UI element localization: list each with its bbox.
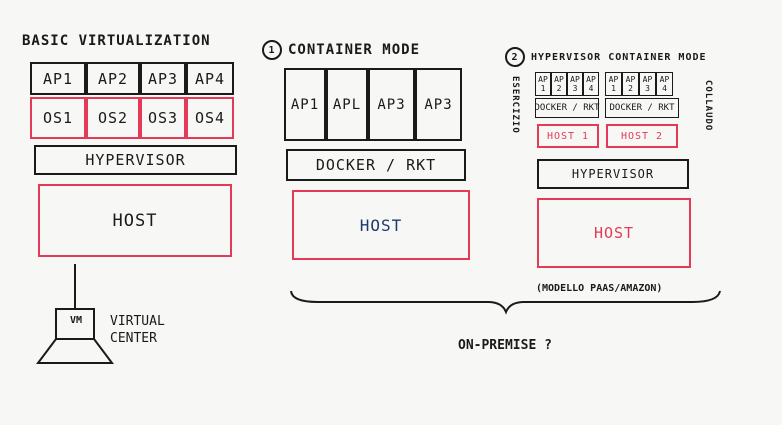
on-premise-label: ON-PREMISE ? bbox=[458, 338, 552, 353]
basic-app-4: AP4 bbox=[186, 62, 234, 95]
hyper-hypervisor: HYPERVISOR bbox=[537, 159, 689, 189]
container-title-row: 1 CONTAINER MODE bbox=[262, 40, 420, 60]
basic-app-1: AP1 bbox=[30, 62, 86, 95]
paas-note: (MODELLO PAAS/AMAZON) bbox=[536, 283, 663, 294]
container-number: 1 bbox=[262, 40, 282, 60]
container-title: CONTAINER MODE bbox=[288, 42, 421, 58]
g2-host: HOST 2 bbox=[606, 124, 678, 148]
basic-title: BASIC VIRTUALIZATION bbox=[22, 33, 211, 49]
g2-engine: DOCKER / RKT bbox=[605, 98, 679, 118]
basic-app-2: AP2 bbox=[86, 62, 140, 95]
container-host: HOST bbox=[292, 190, 470, 260]
esercizio-label: ESERCIZIO bbox=[510, 76, 520, 134]
g2-app-3-num: 3 bbox=[645, 84, 650, 93]
container-app-4: AP3 bbox=[415, 68, 462, 141]
g2-app-4-num: 4 bbox=[662, 84, 667, 93]
container-app-2: APL bbox=[326, 68, 368, 141]
hyper-title: HYPERVISOR CONTAINER MODE bbox=[531, 52, 707, 63]
g1-app-3-num: 3 bbox=[572, 84, 578, 93]
g1-app-4-num: 4 bbox=[588, 84, 594, 93]
basic-os-4: OS4 bbox=[186, 97, 234, 139]
basic-app-3: AP3 bbox=[140, 62, 186, 95]
on-premise-brace bbox=[290, 290, 721, 315]
monitor-icon bbox=[36, 308, 114, 364]
g2-app-3-label: AP bbox=[642, 75, 653, 84]
hyper-title-row: 2 HYPERVISOR CONTAINER MODE bbox=[505, 47, 707, 67]
basic-hypervisor: HYPERVISOR bbox=[34, 145, 237, 175]
hyper-host: HOST bbox=[537, 198, 691, 268]
g2-app-4-label: AP bbox=[659, 75, 670, 84]
g2-app-2-num: 2 bbox=[628, 84, 633, 93]
g1-engine: DOCKER / RKT bbox=[534, 98, 600, 118]
g1-app-2-label: AP bbox=[554, 75, 564, 84]
container-app-3: AP3 bbox=[368, 68, 415, 141]
g2-app-2-label: AP bbox=[625, 75, 636, 84]
basic-os-3: OS3 bbox=[140, 97, 186, 139]
g2-app-1-label: AP bbox=[608, 75, 619, 84]
basic-host: HOST bbox=[38, 184, 232, 257]
basic-os-1: OS1 bbox=[30, 97, 86, 139]
virtual-center-label: VIRTUAL CENTER bbox=[110, 313, 165, 347]
g1-app-1-label: AP bbox=[538, 75, 548, 84]
container-app-1: AP1 bbox=[284, 68, 326, 141]
hyper-number: 2 bbox=[505, 47, 525, 67]
g1-app-4-label: AP bbox=[586, 75, 596, 84]
g2-app-1-num: 1 bbox=[611, 84, 616, 93]
g1-host: HOST 1 bbox=[537, 124, 599, 148]
g1-app-3-label: AP bbox=[570, 75, 580, 84]
vm-label: VM bbox=[69, 315, 83, 326]
virtual-center-line2: CENTER bbox=[110, 331, 157, 346]
container-engine: DOCKER / RKT bbox=[286, 149, 466, 181]
collaudo-label: COLLAUDO bbox=[703, 80, 713, 132]
virtual-center-line1: VIRTUAL bbox=[110, 314, 165, 329]
basic-os-2: OS2 bbox=[86, 97, 140, 139]
g1-app-2-num: 2 bbox=[556, 84, 562, 93]
g1-app-1-num: 1 bbox=[540, 84, 546, 93]
vcenter-connector bbox=[74, 264, 76, 310]
